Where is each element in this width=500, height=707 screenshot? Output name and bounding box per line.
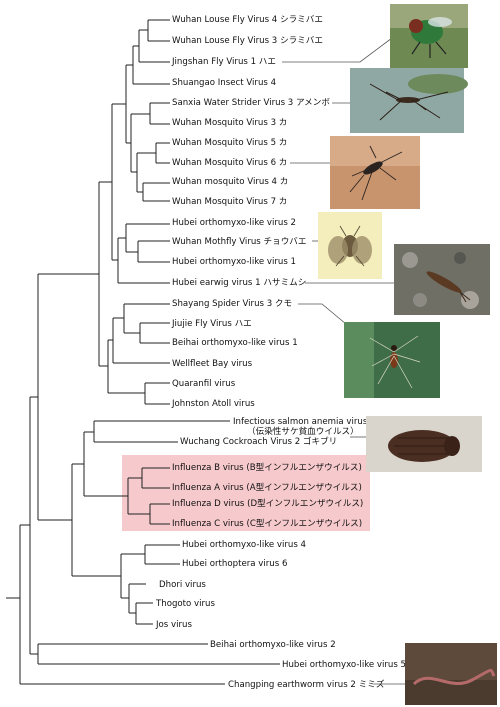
taxon-labels: Wuhan Louse Fly Virus 4 シラミバエ Wuhan Louse… [155,14,406,690]
taxon-label: Hubei orthomyxo-like virus 5 [282,660,406,670]
taxon-label: Hubei orthomyxo-like virus 1 [172,257,296,267]
taxon-label: Sanxia Water Strider Virus 3 アメンボ [172,97,330,108]
taxon-label: Wuhan Louse Fly Virus 4 シラミバエ [172,14,323,25]
water-strider-photo [350,68,468,133]
taxon-label: Hubei orthoptera virus 6 [182,559,287,569]
earwig-photo [394,244,490,315]
taxon-label: Changping earthworm virus 2 ミミズ [228,678,385,690]
taxon-label: Hubei earwig virus 1 ハサミムシ [172,277,306,288]
taxon-label: Beihai orthomyxo-like virus 2 [210,640,336,650]
taxon-label: Shayang Spider Virus 3 クモ [172,298,292,309]
taxon-label: Wuhan mosquito Virus 4 カ [172,176,288,187]
taxon-label: Jos virus [155,620,192,630]
tree-branches [6,19,280,685]
taxon-label: Beihai orthomyxo-like virus 1 [172,338,298,348]
mosquito-photo [330,136,420,209]
taxon-label: Jingshan Fly Virus 1 ハエ [171,57,276,67]
mothfly-photo [318,212,382,279]
taxon-label: Wuhan Mosquito Virus 6 カ [172,157,287,168]
taxon-label: （伝染性サケ貧血ウイルス） [247,425,359,437]
cockroach-photo [366,416,482,472]
taxon-label: Hubei orthomyxo-like virus 2 [172,218,296,228]
taxon-label: Quaranfil virus [172,379,236,389]
taxon-label: Influenza D virus (D型インフルエンザウイルス) [172,498,363,509]
green-fly-photo [390,4,468,68]
taxon-label: Wuhan Mosquito Virus 3 カ [172,117,287,128]
taxon-label: Wuhan Mosquito Virus 5 カ [172,137,287,148]
taxon-label: Wuhan Mothfly Virus チョウバエ [172,236,306,247]
taxon-label: Hubei orthomyxo-like virus 4 [182,540,306,550]
taxon-label: Johnston Atoll virus [171,399,255,409]
taxon-label: Wuhan Louse Fly Virus 3 シラミバエ [172,35,323,46]
taxon-label: Wellfleet Bay virus [172,359,253,369]
taxon-label: Influenza B virus (B型インフルエンザウイルス) [172,462,362,473]
taxon-label: Jiujie Fly Virus ハエ [171,319,252,329]
taxon-label: Thogoto virus [155,599,215,609]
taxon-label: Wuhan Mosquito Virus 7 カ [172,196,287,207]
taxon-label: Wuchang Cockroach Virus 2 ゴキブリ [180,435,337,447]
spider-photo [344,322,440,398]
taxon-label: Dhori virus [159,580,206,590]
earthworm-photo [405,643,497,705]
taxon-label: Influenza A virus (A型インフルエンザウイルス) [172,482,362,493]
taxon-label: Infectious salmon anemia virus [233,417,368,427]
photo-connectors [282,37,405,685]
taxon-label: Shuangao Insect Virus 4 [172,78,276,88]
taxon-label: Influenza C virus (C型インフルエンザウイルス) [172,518,362,529]
